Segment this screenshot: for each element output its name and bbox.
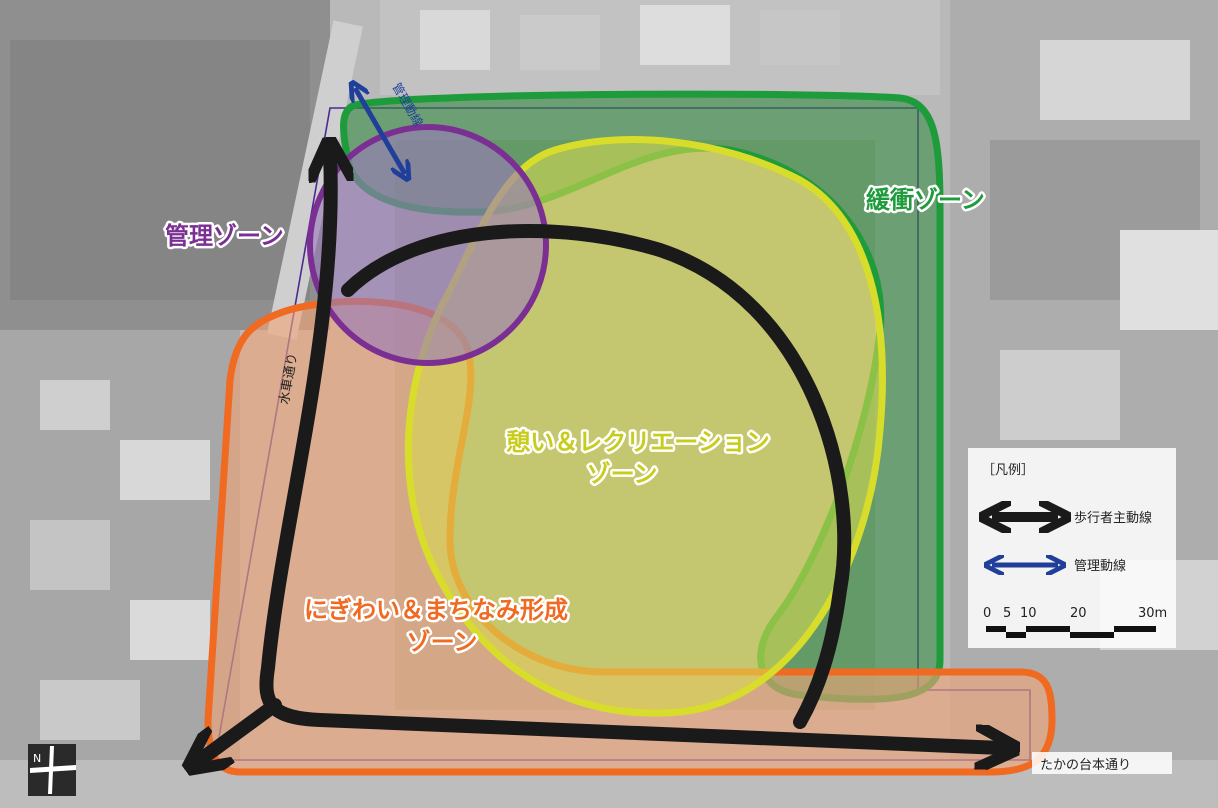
management-route-arrow [355,88,405,174]
bustle-zone-label-line2: ゾーン [407,628,478,656]
pedestrian-route-corner [200,698,282,760]
scale-tick-0: 0 [983,606,991,621]
bustle-zone-label-line1: にぎわい＆まちなみ形成 [304,596,568,624]
scale-tick-30m: 30m [1138,606,1167,621]
recreation-zone-label-line2: ゾーン [587,460,658,488]
management-zone-label: 管理ゾーン [165,222,284,250]
legend: ［凡例］ 歩行者主動線 管理動線 0 5 10 20 30m [968,448,1176,648]
north-label: N [33,752,41,765]
pedestrian-route-arc [341,224,852,729]
legend-title: ［凡例］ [982,463,1034,478]
north-arrow-icon: N [28,744,76,796]
scale-bar: 0 5 10 20 30m [983,606,1167,638]
south-road-label: たかの台本通り [1040,758,1131,773]
scale-tick-20: 20 [1070,606,1087,621]
scale-tick-5: 5 [1003,606,1011,621]
recreation-zone-label-line1: 憩い＆レクリエーション [506,428,770,456]
legend-management-label: 管理動線 [1074,558,1126,574]
pedestrian-routes [200,155,1002,760]
pedestrian-route-west [259,155,1002,748]
legend-pedestrian-label: 歩行者主動線 [1074,510,1152,526]
buffer-zone-label: 緩衝ゾーン [866,186,985,214]
scale-tick-10: 10 [1020,606,1037,621]
